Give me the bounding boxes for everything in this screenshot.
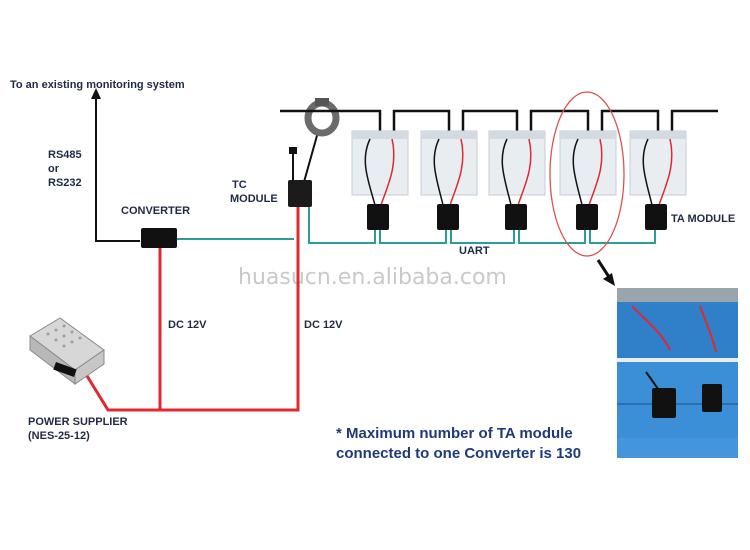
ta-module-4 (576, 204, 598, 230)
ta-module-2 (437, 204, 459, 230)
rs485-label: RS485 (48, 149, 82, 161)
series-bus-wire (280, 109, 718, 132)
detail-photo (617, 288, 738, 458)
converter-device (141, 228, 177, 248)
battery-4 (559, 130, 617, 230)
photo-ta-module-1 (652, 388, 676, 418)
tc-label-line1: TC (232, 179, 247, 191)
battery-string (351, 130, 687, 230)
converter-label: CONVERTER (121, 205, 190, 217)
current-clamp-sensor (304, 98, 340, 137)
battery-1 (351, 130, 409, 230)
note-line-2: connected to one Converter is 130 (336, 445, 581, 462)
ta-module-5 (645, 204, 667, 230)
dc-12v-left-label: DC 12V (168, 319, 207, 331)
power-supply-unit (29, 317, 105, 386)
or-label: or (48, 163, 60, 175)
ta-module-label: TA MODULE (671, 213, 735, 225)
battery-3 (488, 130, 546, 230)
tc-label-line2: MODULE (230, 193, 278, 205)
power-supplier-model: (NES-25-12) (28, 430, 90, 442)
photo-ta-module-2 (702, 384, 722, 412)
monitoring-system-label: To an existing monitoring system (10, 79, 185, 91)
comm-wires (176, 207, 656, 244)
battery-2 (420, 130, 478, 230)
highlight-ellipse (549, 91, 625, 257)
rs232-label: RS232 (48, 177, 82, 189)
ta-module-1 (367, 204, 389, 230)
battery-5 (629, 130, 687, 230)
monitoring-arrow (91, 88, 140, 242)
ta-module-3 (505, 204, 527, 230)
tc-module (288, 131, 319, 207)
power-wires (82, 207, 300, 412)
detail-arrow (596, 259, 615, 286)
uart-label: UART (459, 245, 490, 257)
dc-12v-right-label: DC 12V (304, 319, 343, 331)
watermark: huasucn.en.alibaba.com (238, 265, 507, 290)
note-line-1: * Maximum number of TA module (336, 425, 573, 442)
power-supplier-label: POWER SUPPLIER (28, 416, 128, 428)
